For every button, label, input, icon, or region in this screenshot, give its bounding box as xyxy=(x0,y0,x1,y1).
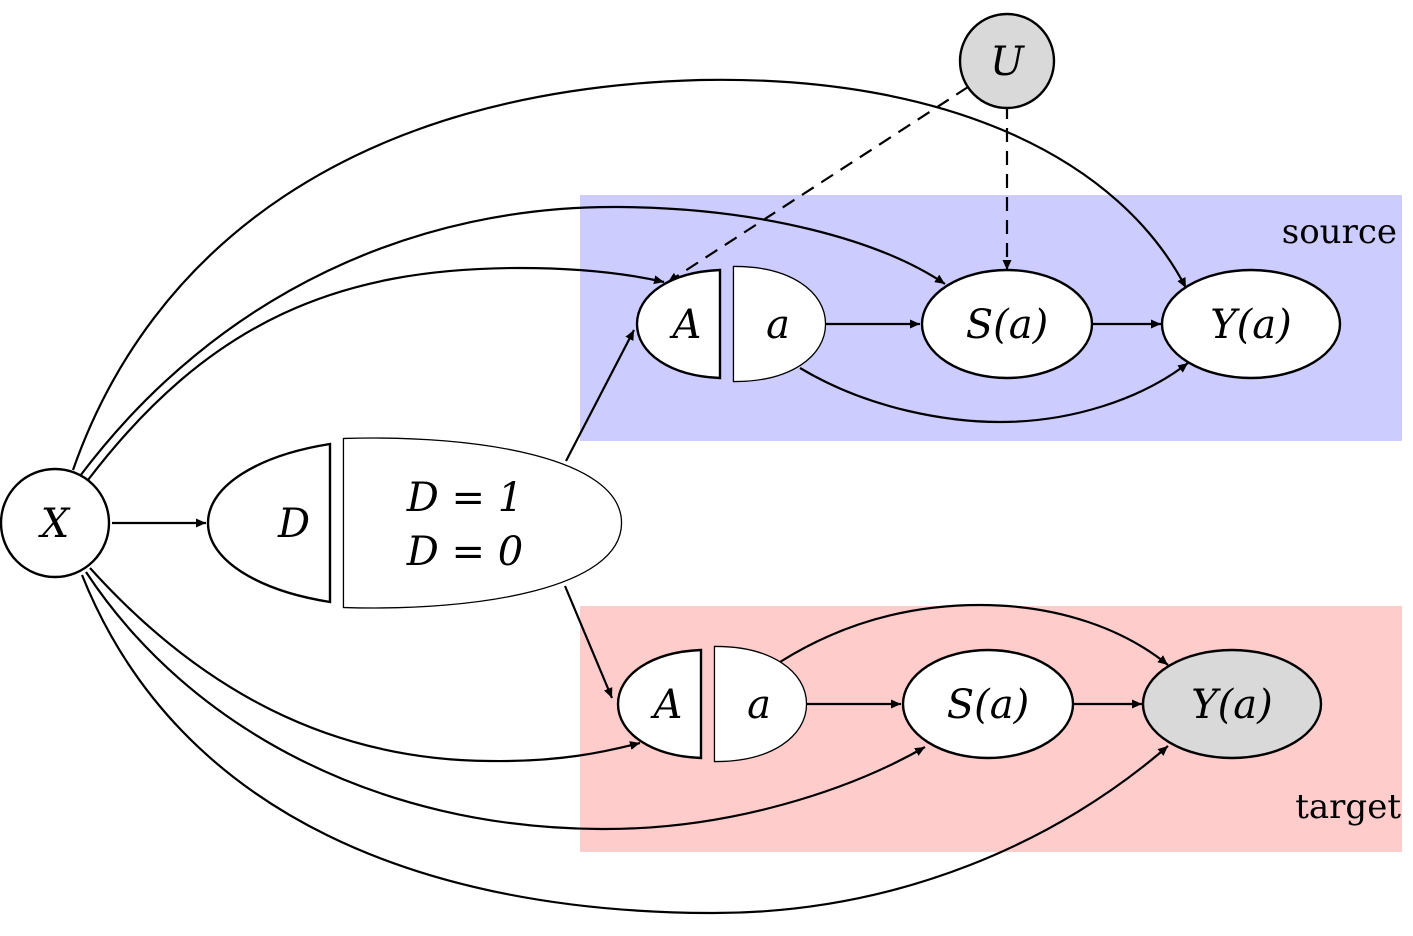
edge-u-to-source-a xyxy=(667,86,969,283)
node-source-y: Y(a) xyxy=(1160,268,1342,380)
node-d: D D = 1 D = 0 xyxy=(206,437,623,609)
node-target-s: S(a) xyxy=(901,648,1075,760)
node-source-s-label: S(a) xyxy=(966,302,1048,348)
edge-x-to-target-a xyxy=(89,567,641,763)
edge-source-a-to-source-y xyxy=(799,362,1189,424)
edge-x-to-source-s xyxy=(79,205,946,477)
edge-x-to-source-a xyxy=(87,266,665,481)
node-source-s: S(a) xyxy=(920,268,1094,380)
target-region-label: target xyxy=(1295,787,1401,827)
edges xyxy=(71,78,1189,915)
node-u: U xyxy=(958,12,1056,110)
node-target-a: A a xyxy=(616,645,808,763)
node-target-y-label: Y(a) xyxy=(1191,682,1272,728)
node-source-y-label: Y(a) xyxy=(1210,302,1291,348)
node-d-value-1: D = 1 xyxy=(406,475,523,521)
node-target-a-value: a xyxy=(747,682,771,728)
edge-x-to-target-s xyxy=(85,571,926,831)
node-u-label: U xyxy=(990,39,1025,85)
node-source-a: A a xyxy=(635,265,827,383)
source-region-label: source xyxy=(1282,212,1397,252)
node-source-a-value: a xyxy=(766,302,790,348)
edge-x-to-source-y xyxy=(71,78,1187,471)
edge-d-to-target-a xyxy=(563,585,614,699)
node-source-a-label: A xyxy=(669,302,702,348)
node-target-y: Y(a) xyxy=(1141,648,1323,760)
edge-x-to-target-y xyxy=(80,574,1169,915)
edge-d-to-source-a xyxy=(565,329,635,462)
node-target-a-label: A xyxy=(650,682,683,728)
node-x-label: X xyxy=(38,501,71,547)
node-d-label: D xyxy=(277,501,310,547)
node-d-value-0: D = 0 xyxy=(406,529,523,575)
edge-target-a-to-target-y xyxy=(779,603,1169,666)
node-target-s-label: S(a) xyxy=(947,682,1029,728)
node-x: X xyxy=(0,467,111,579)
